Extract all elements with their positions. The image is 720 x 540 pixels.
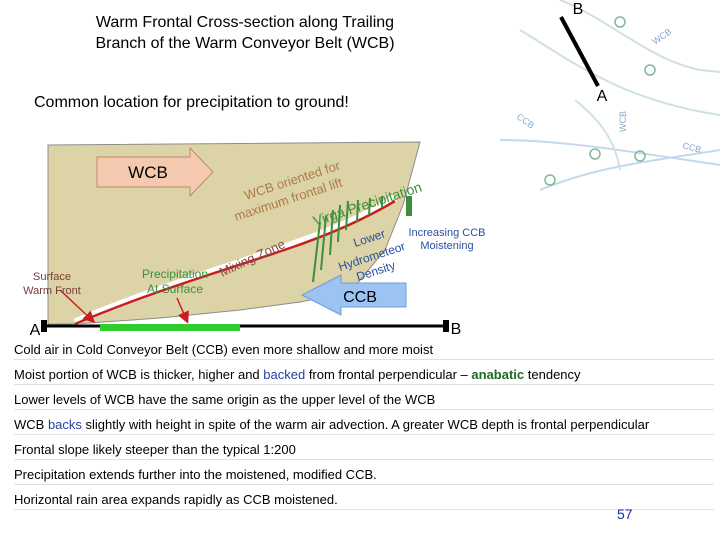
- precip-surface-pointer: [176, 297, 189, 324]
- section-end-a: A: [30, 322, 41, 339]
- slide-subtitle: Common location for precipitation to gro…: [34, 94, 349, 111]
- map-wcb-label: WCB: [650, 26, 673, 46]
- map-ccb-label: CCB: [681, 140, 702, 155]
- increasing-ccb-label: Increasing CCB: [408, 227, 485, 239]
- bullet-list: Cold air in Cold Conveyor Belt (CCB) eve…: [14, 342, 714, 517]
- bullet-text: tendency: [524, 367, 581, 382]
- ccb-arrow: [300, 274, 407, 316]
- surface-precip-bar: [100, 324, 240, 331]
- surface-front-pointer: [59, 289, 96, 324]
- bullet-text: Horizontal rain area expands rapidly as …: [14, 492, 338, 507]
- bullet-item: Precipitation extends further into the m…: [14, 467, 714, 485]
- bullet-text: backs: [47, 417, 82, 432]
- surface-warm-front-label: Warm Front: [23, 285, 81, 297]
- precip-at-surface-label: At Surface: [147, 282, 203, 296]
- virga-marker: [406, 196, 412, 216]
- bullet-text: Lower levels of WCB have the same origin…: [14, 392, 436, 407]
- frontal-surface: [74, 199, 396, 326]
- section-end-b: B: [451, 321, 462, 338]
- section-line: [559, 16, 600, 87]
- bullet-item: Lower levels of WCB have the same origin…: [14, 392, 714, 410]
- bullet-text: from frontal perpendicular –: [305, 367, 472, 382]
- bullet-text: backed: [263, 367, 306, 382]
- map-label-b: B: [573, 1, 584, 18]
- map-circle-icon: [589, 148, 601, 160]
- bullet-text: WCB: [14, 417, 48, 432]
- precip-at-surface-label: Precipitation: [142, 267, 208, 281]
- wcb-arrow: [96, 146, 214, 198]
- ccb-arrow-label: CCB: [343, 289, 377, 306]
- map-circle-icon: [634, 150, 646, 162]
- bullet-text: Moist portion of WCB is thicker, higher …: [14, 367, 264, 382]
- bullet-item: Moist portion of WCB is thicker, higher …: [14, 367, 714, 385]
- bullet-text: anabatic: [471, 367, 525, 382]
- bullet-text: Cold air in Cold Conveyor Belt (CCB) eve…: [14, 342, 434, 357]
- end-marker-a: [41, 320, 47, 332]
- map-circle-icon: [614, 16, 626, 28]
- wcb-arrow-label: WCB: [128, 163, 168, 182]
- bullet-item: Frontal slope likely steeper than the ty…: [14, 442, 714, 460]
- map-circle-icon: [644, 64, 656, 76]
- increasing-ccb-label: Moistening: [420, 240, 473, 252]
- precipitation-streaks: [312, 196, 383, 283]
- bullet-text: Precipitation extends further into the m…: [14, 467, 377, 482]
- bullet-text: slightly with height in spite of the war…: [81, 417, 650, 432]
- cross-section-diagram: B A WCB WCB CCB CCB WCB CCB WCB oriented…: [23, 0, 720, 339]
- end-marker-b: [443, 320, 449, 332]
- bullet-item: Cold air in Cold Conveyor Belt (CCB) eve…: [14, 342, 714, 360]
- bullet-item: Horizontal rain area expands rapidly as …: [14, 492, 714, 510]
- map-ccb-label: CCB: [515, 111, 536, 130]
- map-circle-icon: [544, 174, 556, 186]
- bullet-text: Frontal slope likely steeper than the ty…: [14, 442, 296, 457]
- bullet-item: WCB backs slightly with height in spite …: [14, 417, 714, 435]
- surface-warm-front-label: Surface: [33, 271, 71, 283]
- map-label-a: A: [597, 88, 608, 105]
- map-wcb-label: WCB: [618, 111, 628, 132]
- page-number: 57: [617, 506, 633, 522]
- map-inset: B A WCB WCB CCB CCB: [499, 0, 720, 191]
- slide-title: Warm Frontal Cross-section along Trailin…: [95, 14, 395, 52]
